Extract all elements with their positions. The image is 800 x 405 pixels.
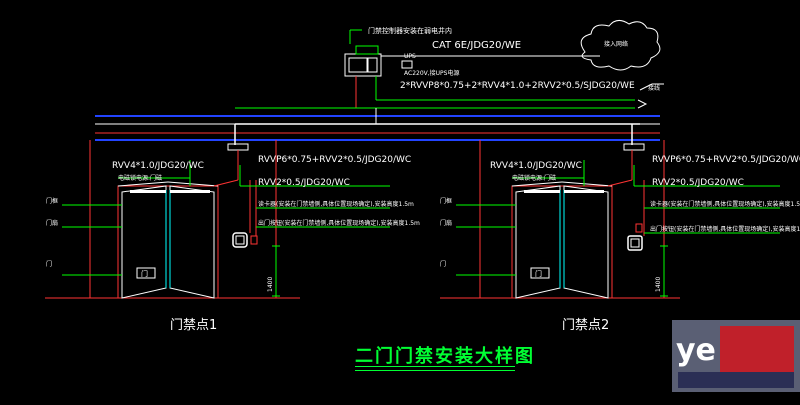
- right-height-label: 1400: [655, 277, 662, 292]
- left-door-sign: 门: [141, 269, 148, 278]
- right-reader-note: 读卡器(安装在门禁墙侧,具体位置现场确定),安装高度1.5m: [650, 200, 800, 208]
- left-door-detail: [45, 140, 390, 299]
- top-cabling: [234, 29, 664, 145]
- left-side-label-3: 门: [46, 260, 52, 268]
- title-underline-1: [355, 366, 515, 367]
- network-cloud: [580, 20, 661, 71]
- left-door-labels: RVV4*1.0/JDG20/WC 电磁锁电源:门磁 RVVP6*0.75+RV…: [46, 155, 420, 292]
- right-exit-note: 出门按钮(安装在门禁墙侧,具体位置现场确定),安装高度1.5m: [650, 225, 800, 233]
- left-exit-note: 出门按钮(安装在门禁墙侧,具体位置现场确定),安装高度1.5m: [258, 219, 420, 227]
- left-side-label-1: 门框: [46, 197, 58, 205]
- left-rvvp-label: RVVP6*0.75+RVV2*0.5/JDG20/WC: [258, 155, 411, 165]
- cloud-label: 接入网络: [604, 40, 628, 48]
- ceiling-beams: [95, 115, 660, 141]
- ups-label: UPS: [404, 53, 416, 60]
- right-door-detail: [440, 140, 780, 299]
- left-height-label: 1400: [267, 277, 274, 292]
- left-side-label-2: 门扇: [46, 219, 58, 227]
- left-reader-note: 读卡器(安装在门禁墙侧,具体位置现场确定),安装高度1.5m: [258, 200, 414, 208]
- logo-text: ye: [676, 333, 716, 368]
- left-rvv-label: RVV4*1.0/JDG20/WC: [112, 161, 204, 171]
- door-point-1-caption: 门禁点1: [170, 318, 218, 333]
- right-side-label-3: 门: [440, 260, 446, 268]
- ac-power-label: AC220V,接UPS电源: [404, 69, 459, 77]
- right-lock-label: 电磁锁电源:门磁: [512, 174, 556, 182]
- cable-spec-label: 2*RVVP8*0.75+2*RVV4*1.0+2RVV2*0.5/SJDG20…: [400, 81, 635, 91]
- right-connect-label: 接线: [648, 84, 660, 92]
- right-side-label-1: 门框: [440, 197, 452, 205]
- right-door-labels: RVV4*1.0/JDG20/WC 电磁锁电源:门磁 RVVP6*0.75+RV…: [440, 155, 800, 292]
- right-rvvp-label: RVVP6*0.75+RVV2*0.5/JDG20/WC: [652, 155, 800, 165]
- top-labels: 门禁控制器安装在弱电井内 CAT 6E/JDG20/WE 接入网络 UPS AC…: [368, 26, 660, 92]
- controller-note: 门禁控制器安装在弱电井内: [368, 26, 452, 35]
- left-rvv2-label: RVV2*0.5/JDG20/WC: [258, 178, 350, 188]
- right-rvv2-label: RVV2*0.5/JDG20/WC: [652, 178, 744, 188]
- right-side-label-2: 门扇: [440, 219, 452, 227]
- watermark-logo: ye: [672, 320, 800, 392]
- door-point-2-caption: 门禁点2: [562, 318, 610, 333]
- right-door-sign: 门: [535, 269, 542, 278]
- drawing-title: 二门门禁安装大样图: [355, 346, 535, 367]
- right-rvv-label: RVV4*1.0/JDG20/WC: [490, 161, 582, 171]
- access-controller: [344, 45, 413, 77]
- left-lock-label: 电磁锁电源:门磁: [118, 174, 162, 182]
- cat-cable-label: CAT 6E/JDG20/WE: [432, 40, 521, 51]
- title-underline-2: [355, 370, 515, 371]
